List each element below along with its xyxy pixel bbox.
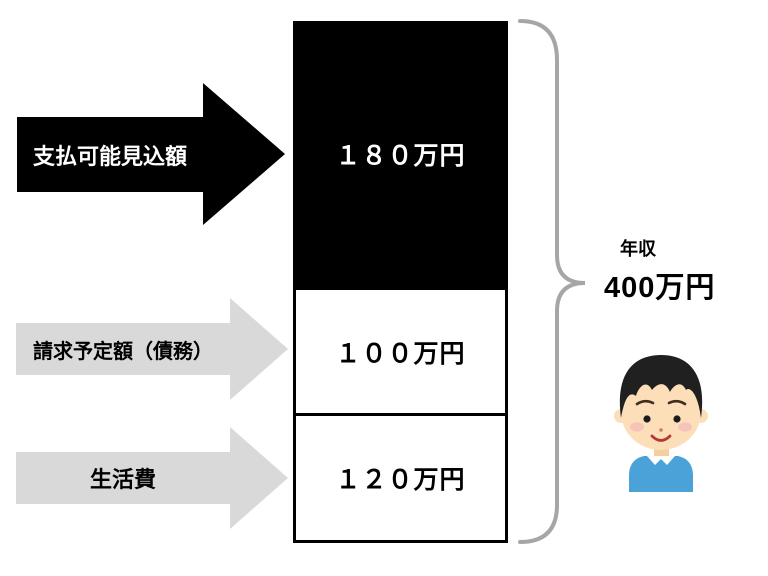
arrow-billing-debt-label: 請求予定額（債務） xyxy=(33,340,213,363)
person-cheek-right xyxy=(678,422,692,432)
stacked-bar: １８０万円 １００万円 １２０万円 xyxy=(293,21,508,543)
curly-brace-icon xyxy=(518,19,586,544)
person-eye-left xyxy=(643,415,651,423)
person-eyebrow-left xyxy=(635,399,655,406)
annual-income-title: 年収 xyxy=(620,239,656,259)
arrow-right-icon xyxy=(16,298,288,400)
boy-illustration-icon xyxy=(614,355,708,492)
bar-segment-living: １２０万円 xyxy=(293,413,508,543)
person-nose xyxy=(659,428,663,432)
arrow-payable-estimate-label: 支払可能見込額 xyxy=(32,143,187,169)
bar-segment-debt-label: １００万円 xyxy=(335,339,466,368)
arrow-shape xyxy=(16,427,288,529)
arrow-right-icon xyxy=(16,427,288,529)
arrow-payable-estimate: 支払可能見込額 xyxy=(17,83,285,225)
arrow-shape xyxy=(17,83,285,225)
bar-segment-living-label: １２０万円 xyxy=(335,466,466,494)
bar-segment-payable-label: １８０万円 xyxy=(335,142,466,170)
arrow-living-expenses: 生活費 xyxy=(16,427,288,529)
arrow-living-expenses-label: 生活費 xyxy=(89,467,156,492)
person-mouth xyxy=(650,434,672,442)
person-shirt xyxy=(629,456,693,492)
person-cheek-left xyxy=(630,422,644,432)
person-eye-right xyxy=(673,415,681,423)
curly-brace-path xyxy=(518,19,586,544)
annual-income-amount: 400万円 xyxy=(604,272,716,304)
person-collar xyxy=(647,456,675,465)
arrow-right-icon xyxy=(17,83,285,225)
annual-income-block: 年収 400万円 xyxy=(604,235,715,306)
bar-segment-payable: １８０万円 xyxy=(293,21,508,287)
person-hair xyxy=(619,355,703,418)
arrow-shape xyxy=(16,298,288,400)
person-face xyxy=(621,374,701,450)
person-eyebrow-right xyxy=(667,399,687,406)
arrow-billing-debt: 請求予定額（債務） xyxy=(16,298,288,400)
bar-segment-debt: １００万円 xyxy=(293,287,508,413)
